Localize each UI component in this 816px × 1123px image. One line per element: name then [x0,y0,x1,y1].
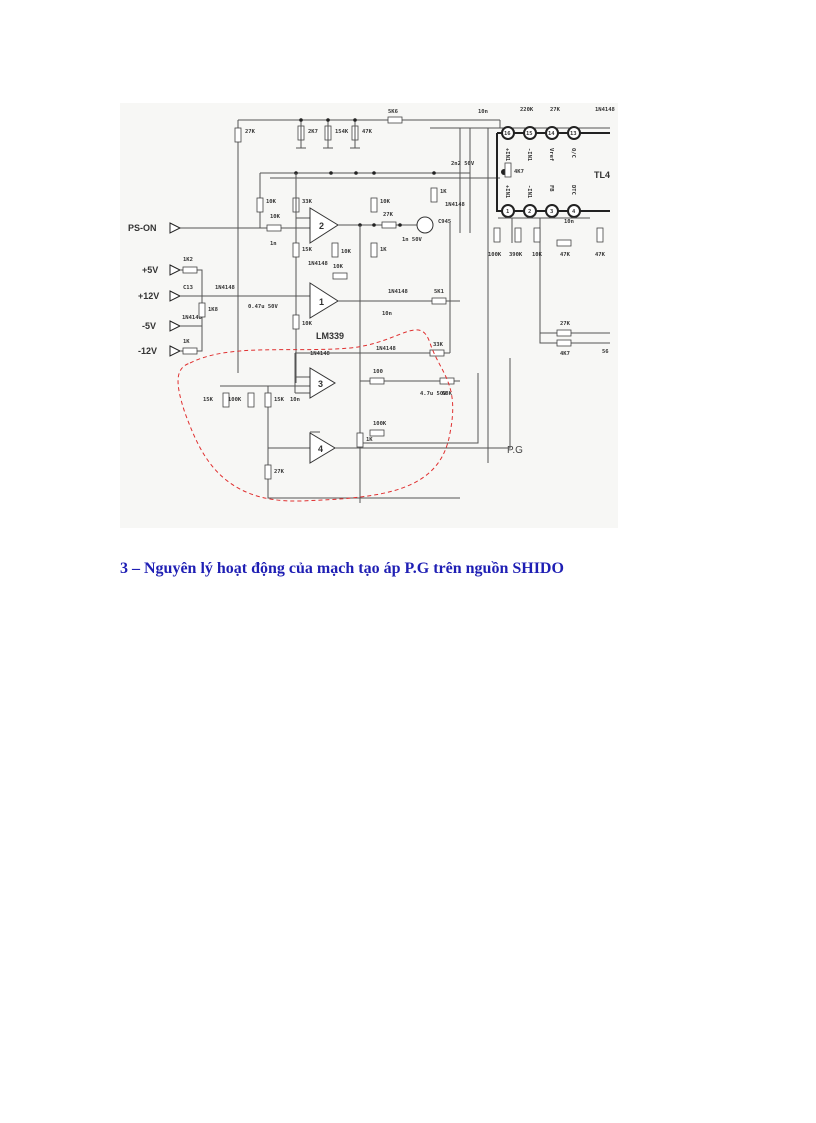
svg-text:3: 3 [318,379,323,389]
svg-text:100K: 100K [373,421,387,427]
svg-text:P.G: P.G [507,445,523,456]
svg-text:10K: 10K [270,214,281,220]
svg-text:4.7u 50V: 4.7u 50V [420,391,447,397]
svg-text:+IN1: +IN1 [504,185,510,199]
svg-text:TL4: TL4 [594,170,610,180]
svg-text:1K: 1K [183,339,190,345]
svg-text:LM339: LM339 [316,331,344,341]
svg-text:10n: 10n [564,219,574,225]
svg-text:1N4148: 1N4148 [215,285,235,291]
svg-text:220K: 220K [520,107,534,113]
svg-text:C945: C945 [438,219,451,225]
section-heading: 3 – Nguyên lý hoạt động của mạch tạo áp … [120,560,564,577]
svg-text:16: 16 [504,131,511,137]
svg-text:14: 14 [548,131,555,137]
svg-text:15K: 15K [274,397,285,403]
svg-text:2K7: 2K7 [308,129,318,135]
svg-text:FB: FB [548,185,554,192]
svg-text:390K: 390K [509,252,523,258]
svg-text:10n: 10n [478,109,488,115]
svg-text:15K: 15K [302,247,313,253]
svg-text:100K: 100K [228,397,242,403]
svg-text:1K: 1K [380,247,387,253]
svg-text:4K7: 4K7 [514,169,524,175]
svg-text:1K: 1K [366,437,373,443]
svg-text:10n: 10n [382,311,392,317]
svg-text:Vref: Vref [548,148,554,161]
svg-text:1N4148: 1N4148 [595,107,615,113]
svg-text:1N4148: 1N4148 [308,261,328,267]
svg-text:47K: 47K [595,252,606,258]
schematic-figure: 27K 2K7 154K 47K 5K6 10n 220K 27K 1N4148… [120,103,618,528]
svg-text:100: 100 [373,369,383,375]
svg-text:15: 15 [526,131,533,137]
svg-text:4: 4 [318,444,323,454]
svg-text:13: 13 [570,131,577,137]
svg-text:10K: 10K [302,321,313,327]
svg-text:33K: 33K [433,342,444,348]
svg-text:1K2: 1K2 [183,257,193,263]
svg-text:5K1: 5K1 [434,289,445,295]
tl494-ic: 16 15 14 13 1 2 3 4 +IN1 -IN1 Vref O/C +… [496,126,610,218]
svg-text:15K: 15K [203,397,214,403]
svg-text:-5V: -5V [142,321,156,331]
svg-text:O/C: O/C [570,148,576,158]
svg-text:PS-ON: PS-ON [128,223,157,233]
svg-text:1n: 1n [270,241,277,247]
svg-text:27K: 27K [245,129,256,135]
svg-text:+12V: +12V [138,291,159,301]
svg-text:+5V: +5V [142,265,158,275]
svg-text:3: 3 [550,209,553,215]
svg-text:1: 1 [506,209,510,215]
svg-text:10K: 10K [333,264,344,270]
svg-text:0.47u 50V: 0.47u 50V [248,304,278,310]
svg-text:47K: 47K [560,252,571,258]
svg-text:-IN1: -IN1 [526,185,532,199]
svg-text:27K: 27K [550,107,561,113]
svg-text:DTC: DTC [570,185,576,195]
svg-text:1N4148: 1N4148 [310,351,330,357]
svg-text:27K: 27K [274,469,285,475]
svg-text:C13: C13 [183,285,193,291]
svg-text:68K: 68K [442,391,453,397]
svg-text:10n: 10n [290,397,300,403]
svg-text:1N4148: 1N4148 [445,202,465,208]
svg-text:2: 2 [528,209,531,215]
svg-text:1N4148: 1N4148 [376,346,396,352]
svg-text:56: 56 [602,349,609,355]
svg-text:1N4148: 1N4148 [182,315,202,321]
svg-text:4K7: 4K7 [560,351,570,357]
svg-text:2n2 50V: 2n2 50V [451,161,475,167]
svg-text:10K: 10K [266,199,277,205]
resistor-group-top: 2K7 154K 47K 5K6 10n 220K 27K 1N4148 [296,107,615,149]
svg-text:27K: 27K [560,321,571,327]
svg-text:4: 4 [572,209,576,215]
svg-text:27K: 27K [383,212,394,218]
svg-text:2: 2 [319,221,324,231]
svg-text:154K: 154K [335,129,349,135]
svg-text:1: 1 [319,297,324,307]
svg-text:1N4148: 1N4148 [388,289,408,295]
svg-text:100K: 100K [488,252,502,258]
highlight-loop [177,329,454,502]
svg-text:10K: 10K [341,249,352,255]
svg-text:-IN1: -IN1 [526,148,532,162]
circuit-diagram: 27K 2K7 154K 47K 5K6 10n 220K 27K 1N4148… [128,107,615,503]
svg-text:10K: 10K [532,252,543,258]
svg-text:5K6: 5K6 [388,109,399,115]
svg-text:33K: 33K [302,199,313,205]
svg-text:1n 50V: 1n 50V [402,237,423,243]
svg-text:47K: 47K [362,129,373,135]
svg-text:+IN1: +IN1 [504,148,510,162]
svg-text:-12V: -12V [138,346,157,356]
svg-text:1K8: 1K8 [208,307,218,313]
svg-text:1K: 1K [440,189,447,195]
svg-text:10K: 10K [380,199,391,205]
